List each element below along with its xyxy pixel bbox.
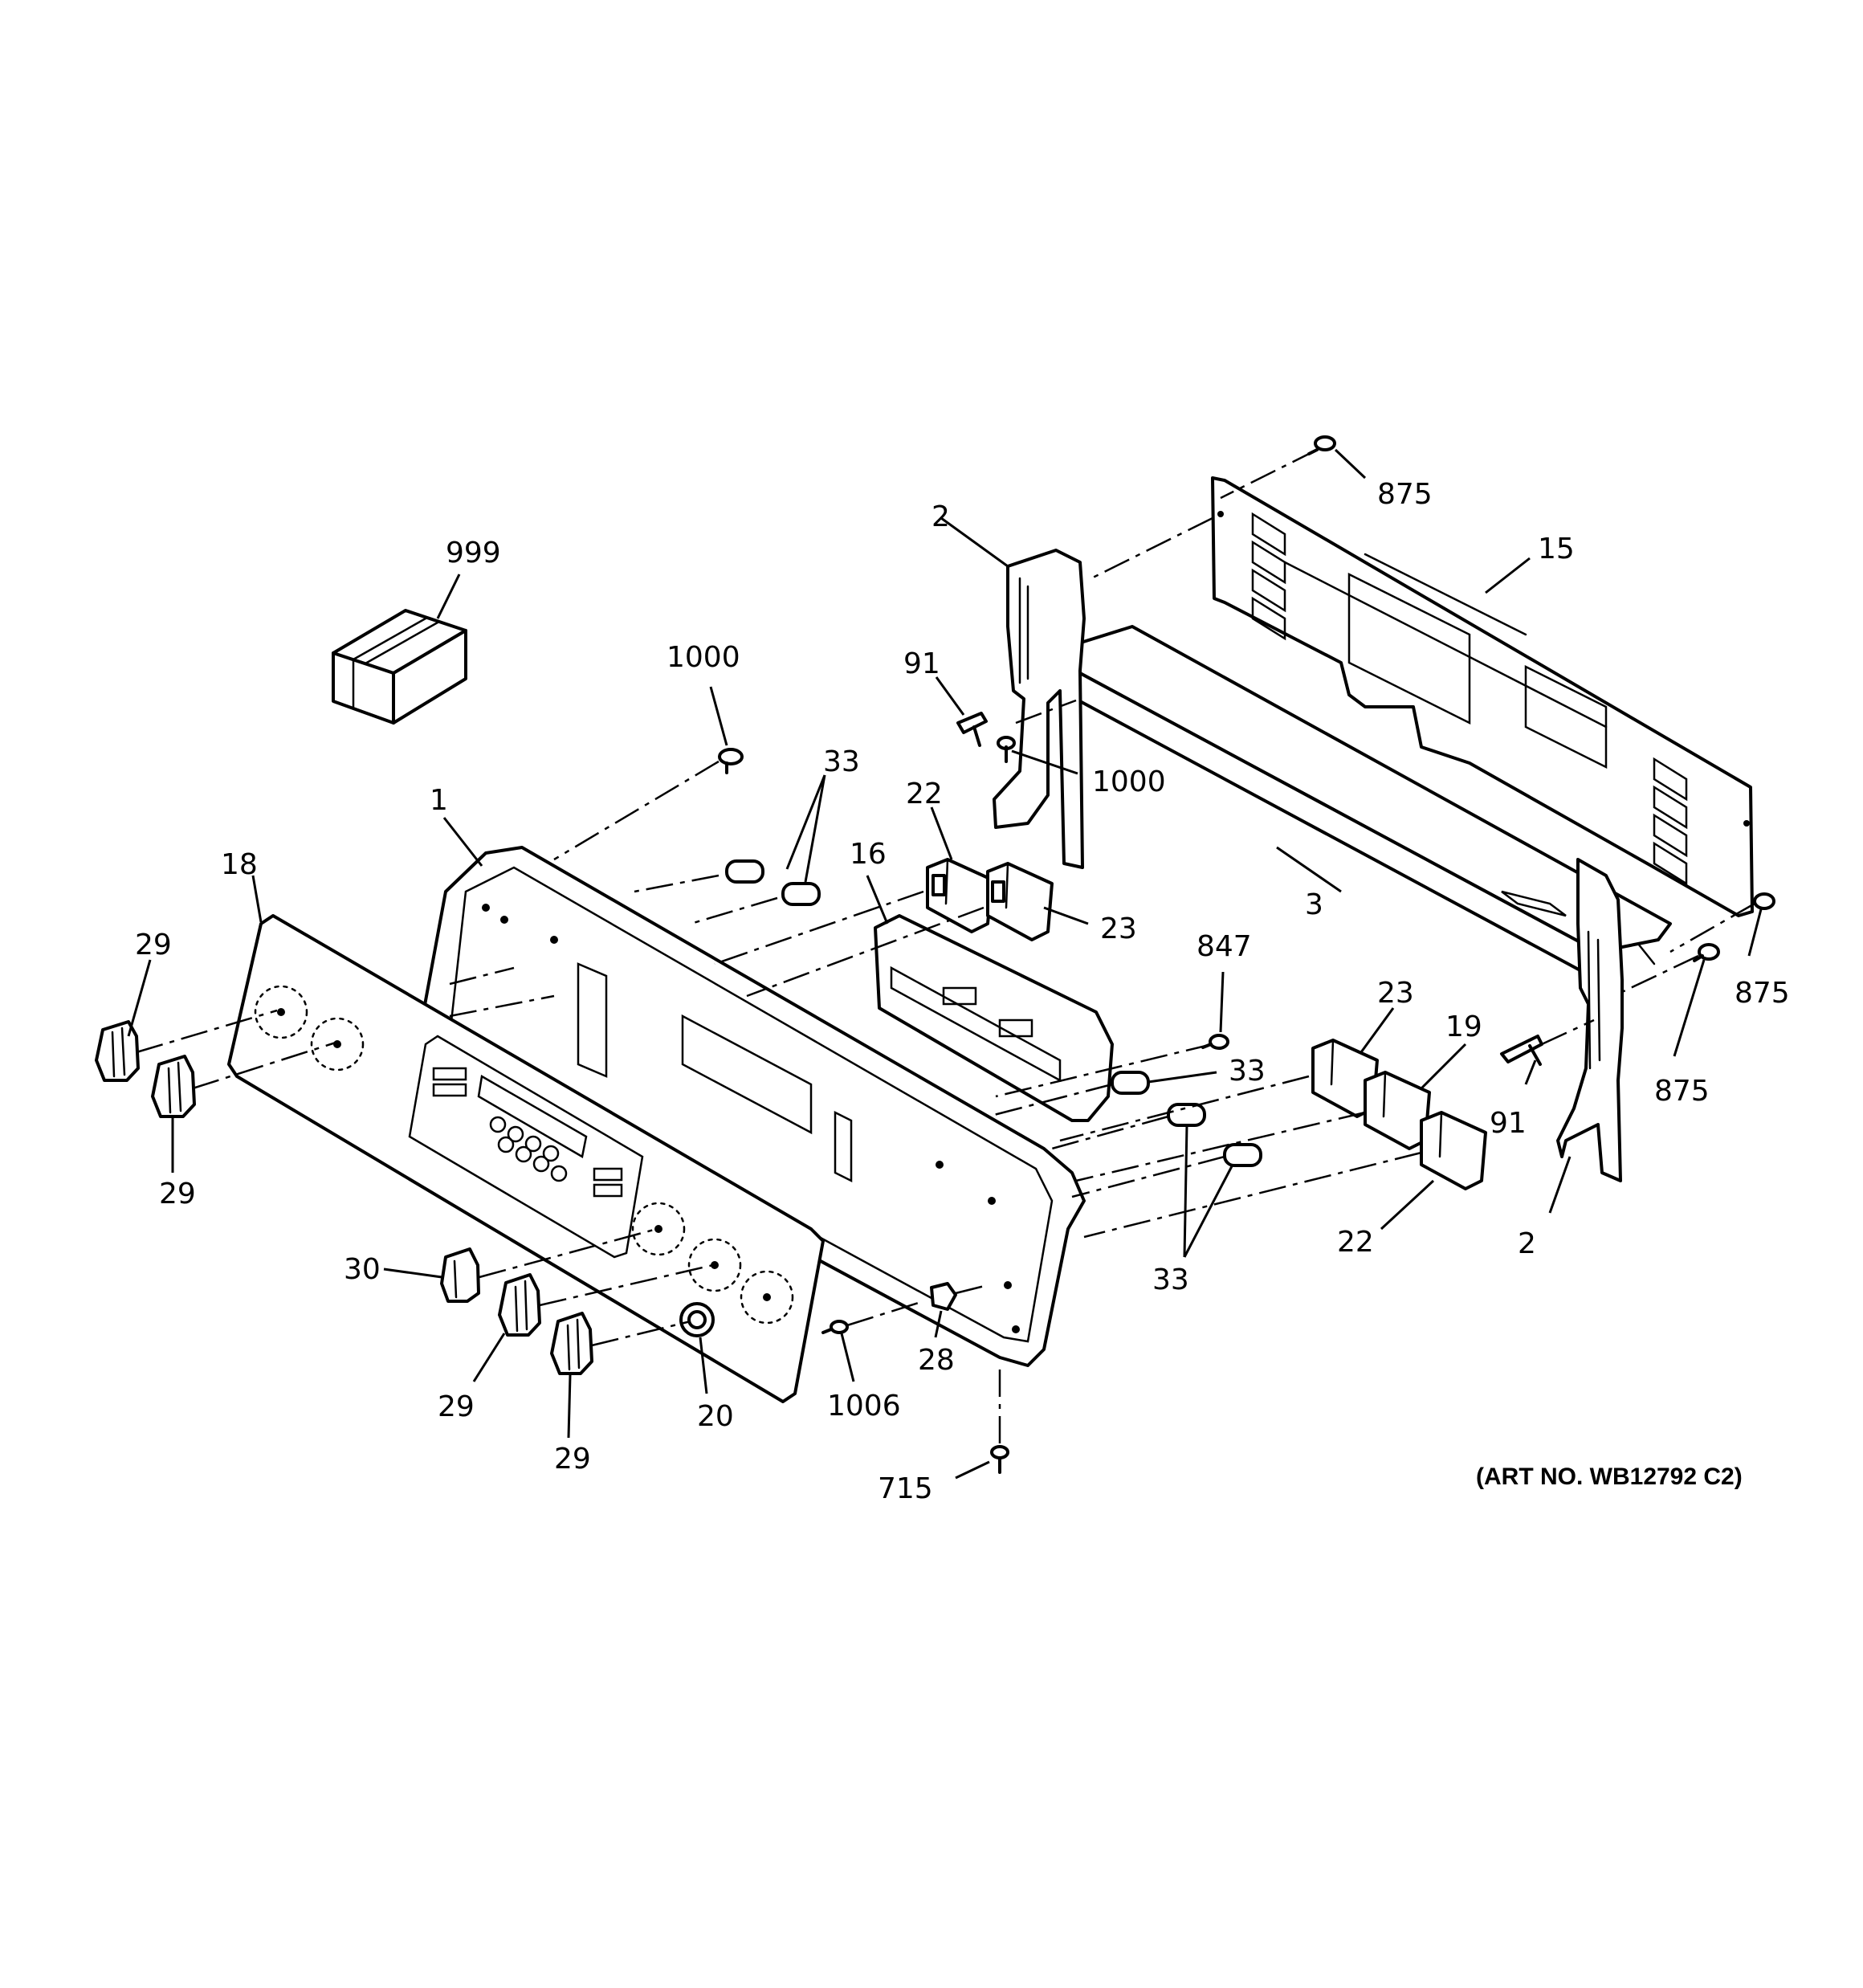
callout-875-lower: 875: [1654, 1075, 1710, 1108]
callout-1006: 1006: [827, 1390, 901, 1423]
part-29-knob-a: [95, 1020, 140, 1082]
callout-labels: 999 1000 1 18 29 29 30 29 29 20 1006 28 …: [135, 478, 1790, 1505]
part-91-clip-left: [956, 712, 988, 747]
callout-22-top: 22: [906, 778, 943, 810]
assembly-lines: [136, 448, 1755, 1446]
part-1000-screw-bracket: [997, 736, 1016, 763]
callout-20: 20: [697, 1400, 734, 1433]
part-715-screw: [990, 1445, 1009, 1474]
part-875-screw-lower: [1693, 943, 1720, 962]
leader-lines: [127, 448, 1763, 1480]
art-number: (ART NO. WB12792 C2): [1476, 1463, 1743, 1490]
part-29-knob-d: [550, 1312, 593, 1375]
callout-23-top: 23: [1100, 912, 1137, 945]
part-15-back-panel: [1211, 476, 1754, 917]
callout-91-right: 91: [1490, 1107, 1527, 1140]
callout-19: 19: [1445, 1010, 1482, 1043]
callout-875-right: 875: [1735, 977, 1790, 1010]
part-875-screw-right: [1753, 892, 1775, 910]
callout-33-bottom: 33: [1152, 1263, 1189, 1296]
callout-1000-front: 1000: [667, 641, 740, 674]
callout-1000-bracket: 1000: [1092, 765, 1166, 798]
callout-847: 847: [1196, 930, 1252, 963]
part-91-clip-right: [1500, 1035, 1543, 1066]
part-18-control-faceplate: [227, 914, 825, 1403]
callout-33-top: 33: [823, 745, 860, 778]
part-999-literature-box: [332, 609, 467, 725]
callout-18: 18: [221, 848, 258, 881]
part-20-indicator: [679, 1302, 715, 1337]
callout-29-b: 29: [159, 1178, 196, 1210]
part-29-knob-b: [151, 1055, 196, 1118]
callout-715: 715: [878, 1472, 933, 1505]
part-2-end-bracket-left: [993, 549, 1086, 869]
callout-33-mid: 33: [1229, 1055, 1266, 1088]
part-1000-screw-front: [718, 748, 744, 774]
callout-29-a: 29: [135, 929, 172, 961]
part-30-knob: [440, 1247, 480, 1303]
part-22-infinite-switch-lower: [1420, 1111, 1487, 1190]
callout-875-top: 875: [1377, 478, 1433, 511]
callout-1: 1: [430, 784, 448, 817]
part-2-end-bracket-right: [1556, 858, 1624, 1182]
callout-16: 16: [850, 838, 887, 871]
callout-3: 3: [1305, 888, 1323, 921]
callout-2-right: 2: [1518, 1227, 1536, 1260]
callout-29-d: 29: [554, 1443, 591, 1476]
callout-91-left: 91: [903, 647, 940, 680]
part-1006-screw: [821, 1320, 849, 1334]
part-28-clip: [930, 1282, 957, 1311]
callout-15: 15: [1538, 533, 1575, 565]
callout-23-right: 23: [1377, 977, 1414, 1010]
part-23-infinite-switch-upper: [986, 862, 1054, 941]
callout-30: 30: [344, 1253, 381, 1286]
part-1-backguard-panel: [416, 846, 1086, 1367]
callout-22-bottom: 22: [1337, 1226, 1374, 1259]
callout-2-left: 2: [932, 500, 950, 533]
callout-29-c: 29: [438, 1390, 475, 1423]
part-22-infinite-switch-upper: [926, 858, 993, 933]
callout-28: 28: [918, 1344, 955, 1377]
callout-999: 999: [446, 537, 501, 569]
part-29-knob-c: [498, 1273, 541, 1337]
screw-parts: [718, 435, 1775, 1474]
